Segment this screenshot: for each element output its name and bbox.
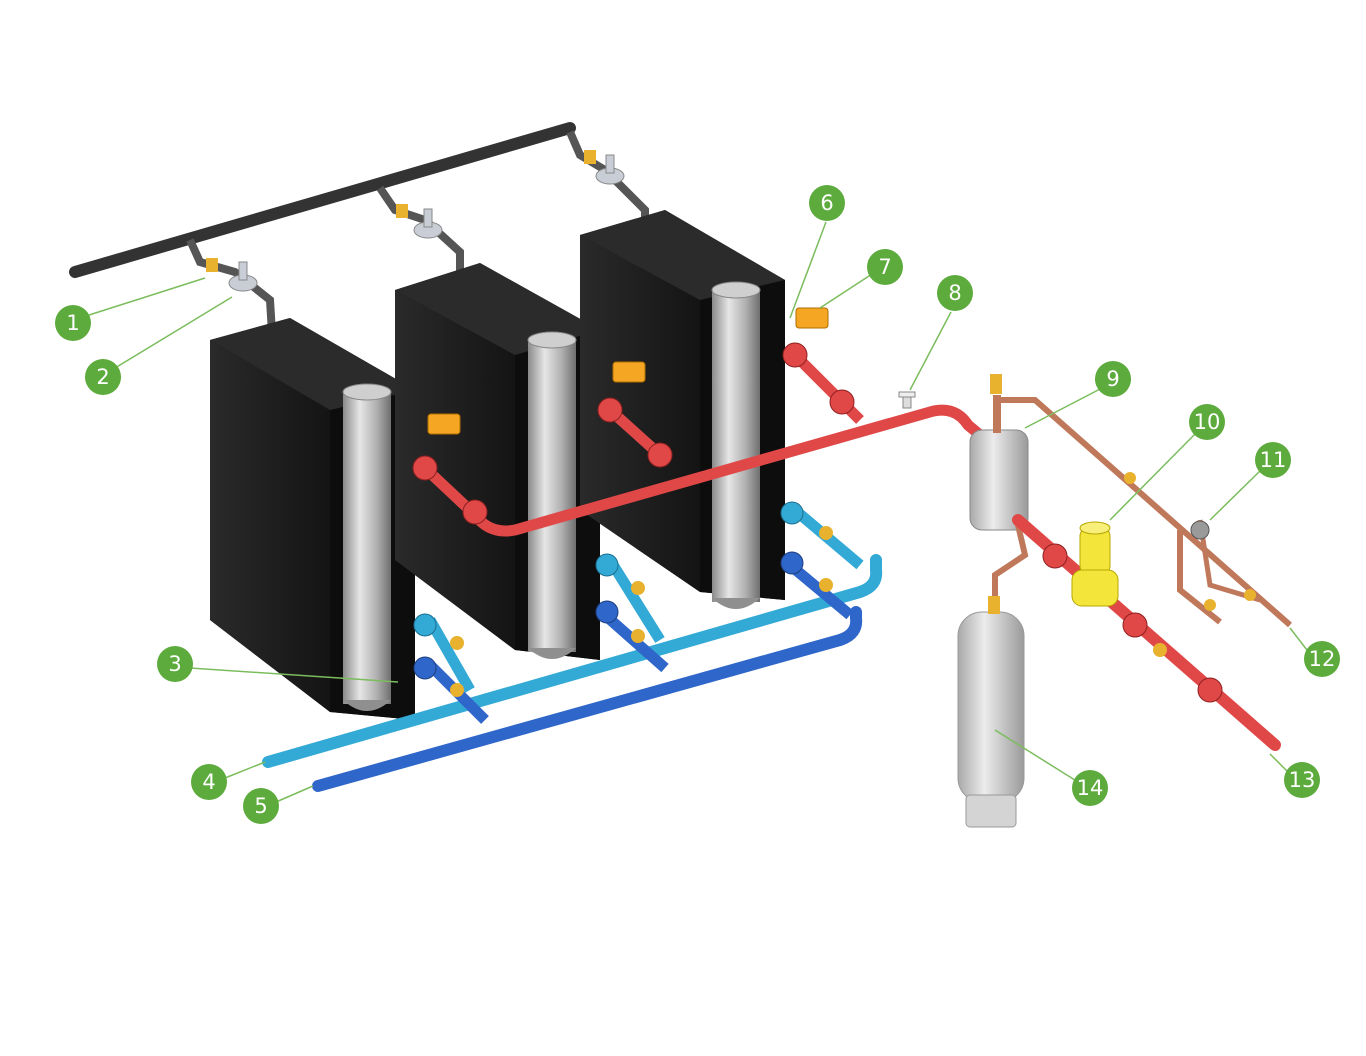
- callout-8: 8: [937, 275, 973, 311]
- callout-badge: [1189, 404, 1225, 440]
- gas-valve: [584, 150, 596, 164]
- callout-4: 4: [191, 764, 227, 800]
- callout-badge: [867, 249, 903, 285]
- gas-valve: [206, 258, 218, 272]
- motorized-valve: [427, 307, 829, 435]
- leader-lines: [85, 221, 1308, 803]
- callout-number: 8: [948, 281, 961, 305]
- flue-pipe: [711, 281, 761, 609]
- callout-7: 7: [867, 249, 903, 285]
- callout-1: 1: [55, 305, 91, 341]
- callout-badge: [1095, 361, 1131, 397]
- callout-number: 3: [168, 652, 181, 676]
- gas-regulator: [413, 208, 443, 239]
- callout-badge: [1255, 442, 1291, 478]
- callout-badge: [1072, 770, 1108, 806]
- gas-header: [69, 122, 649, 383]
- gas-regulator: [228, 261, 258, 292]
- callout-3: 3: [157, 646, 193, 682]
- callout-number: 12: [1309, 647, 1336, 671]
- callout-badge: [85, 359, 121, 395]
- gas-valve: [396, 204, 408, 218]
- callout-9: 9: [1095, 361, 1131, 397]
- gas-regulator: [595, 154, 625, 185]
- callout-badge: [157, 646, 193, 682]
- callout-11: 11: [1255, 442, 1291, 478]
- callout-badge: [1284, 762, 1320, 798]
- callout-2: 2: [85, 359, 121, 395]
- callout-13: 13: [1284, 762, 1320, 798]
- callout-12: 12: [1304, 641, 1340, 677]
- circulator-pump: [1071, 521, 1119, 607]
- flue-pipe: [342, 383, 392, 711]
- callout-badge: [55, 305, 91, 341]
- hydraulic-separator: [969, 374, 1029, 531]
- callout-badge: [809, 185, 845, 221]
- callout-number: 13: [1289, 768, 1316, 792]
- system-supply-line: [1012, 514, 1281, 751]
- callout-number: 5: [254, 794, 267, 818]
- callout-badge: [1304, 641, 1340, 677]
- supply-header: [412, 342, 986, 537]
- callout-number: 6: [820, 191, 833, 215]
- copper-piping: [1000, 397, 1292, 628]
- expansion-tank: [957, 596, 1025, 828]
- callout-14: 14: [1072, 770, 1108, 806]
- callout-number: 2: [96, 365, 109, 389]
- callout-badge: [191, 764, 227, 800]
- callout-number: 11: [1260, 448, 1287, 472]
- callout-10: 10: [1189, 404, 1225, 440]
- expansion-tank-line: [992, 524, 1029, 608]
- return-fitting: [413, 501, 833, 697]
- callout-number: 10: [1194, 410, 1221, 434]
- callout-badge: [937, 275, 973, 311]
- callout-6: 6: [809, 185, 845, 221]
- callout-badge: [243, 788, 279, 824]
- callout-number: 1: [66, 311, 79, 335]
- flue-pipe: [527, 331, 577, 659]
- air-vent: [898, 391, 916, 409]
- callout-5: 5: [243, 788, 279, 824]
- callout-number: 4: [202, 770, 215, 794]
- callout-number: 14: [1077, 776, 1104, 800]
- callout-number: 7: [878, 255, 891, 279]
- callout-number: 9: [1106, 367, 1119, 391]
